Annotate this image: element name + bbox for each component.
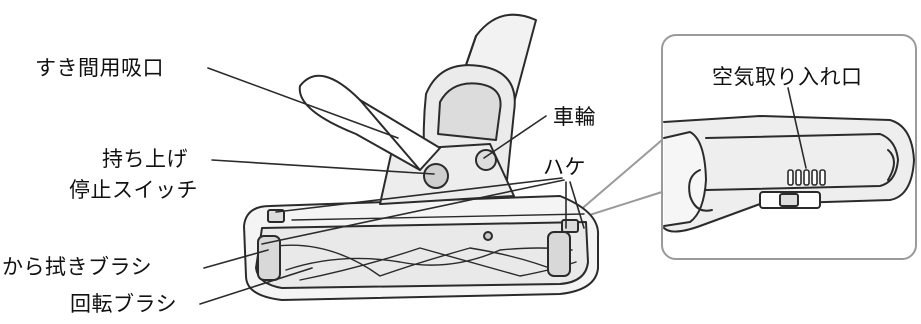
label-wheel: 車輪 — [553, 105, 596, 129]
inset-air-intake-detail — [577, 34, 917, 260]
leader-lines — [199, 67, 585, 305]
label-rotating-brush: 回転ブラシ — [70, 292, 178, 316]
label-bristles: ハケ — [543, 155, 586, 179]
label-gap-nozzle: すき間用吸口 — [35, 56, 164, 80]
label-air-intake: 空気取り入れ口 — [712, 65, 863, 89]
label-dry-wipe-brush: から拭きブラシ — [2, 255, 153, 279]
nozzle-body — [243, 13, 600, 301]
label-lift-stop-line2: 停止スイッチ — [69, 178, 198, 202]
label-lift-stop-line1: 持ち上げ — [102, 147, 188, 171]
